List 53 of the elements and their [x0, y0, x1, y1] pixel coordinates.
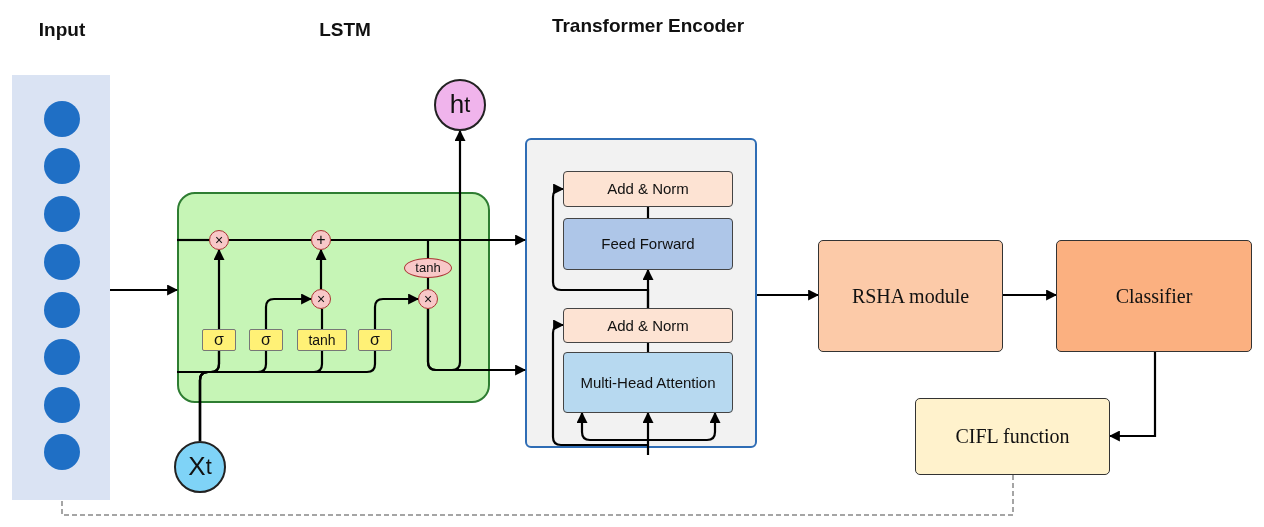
arrow [426, 309, 527, 376]
layer-block: Add & Norm [563, 308, 733, 343]
arrow [757, 289, 820, 301]
arrow [213, 248, 225, 329]
activation-label: tanh [404, 258, 452, 278]
encoder-panel [525, 138, 757, 448]
gate-layer: tanh [297, 329, 347, 351]
arrow [1108, 352, 1157, 442]
process-box: CIFL function [915, 398, 1110, 475]
lstm-cell-panel [177, 192, 490, 403]
arrow [110, 284, 179, 296]
arrow [1003, 289, 1058, 301]
neuron-circle [44, 101, 80, 137]
neuron-circle [44, 148, 80, 184]
gate-layer: σ [358, 329, 392, 351]
process-box: Classifier [1056, 240, 1252, 352]
arrow [264, 293, 313, 329]
arrow [551, 319, 648, 447]
layer-block: Add & Norm [563, 171, 733, 207]
dashed-connector [61, 474, 1014, 516]
connector-line [320, 309, 324, 329]
input-panel [12, 75, 110, 500]
column-heading: Transformer Encoder [551, 15, 745, 37]
connector-line [646, 207, 650, 218]
gate-layer: σ [202, 329, 236, 351]
connector-line [646, 343, 650, 352]
column-heading: Input [38, 19, 86, 41]
neuron-circle [44, 196, 80, 232]
neuron-circle [44, 292, 80, 328]
multiply-operator: × [209, 230, 229, 250]
neuron-circle [44, 387, 80, 423]
layer-block: Multi-Head Attention [563, 352, 733, 413]
connector-line [426, 278, 430, 289]
arrow [315, 248, 327, 289]
process-box: RSHA module [818, 240, 1003, 352]
arrow [642, 411, 654, 455]
arrow [551, 183, 650, 308]
arrow [373, 293, 420, 329]
connector-line [177, 351, 221, 374]
connector-line [198, 351, 377, 441]
connector-line [177, 238, 209, 242]
arrow [576, 411, 648, 442]
multiply-operator: × [311, 289, 331, 309]
neuron-circle [44, 434, 80, 470]
column-heading: LSTM [319, 19, 371, 41]
neuron-circle [44, 339, 80, 375]
neuron-circle [44, 244, 80, 280]
gate-layer: σ [249, 329, 283, 351]
layer-block: Feed Forward [563, 218, 733, 270]
connector-line [229, 238, 311, 242]
multiply-operator: × [418, 289, 438, 309]
add-operator: + [311, 230, 331, 250]
arrow [648, 411, 721, 442]
